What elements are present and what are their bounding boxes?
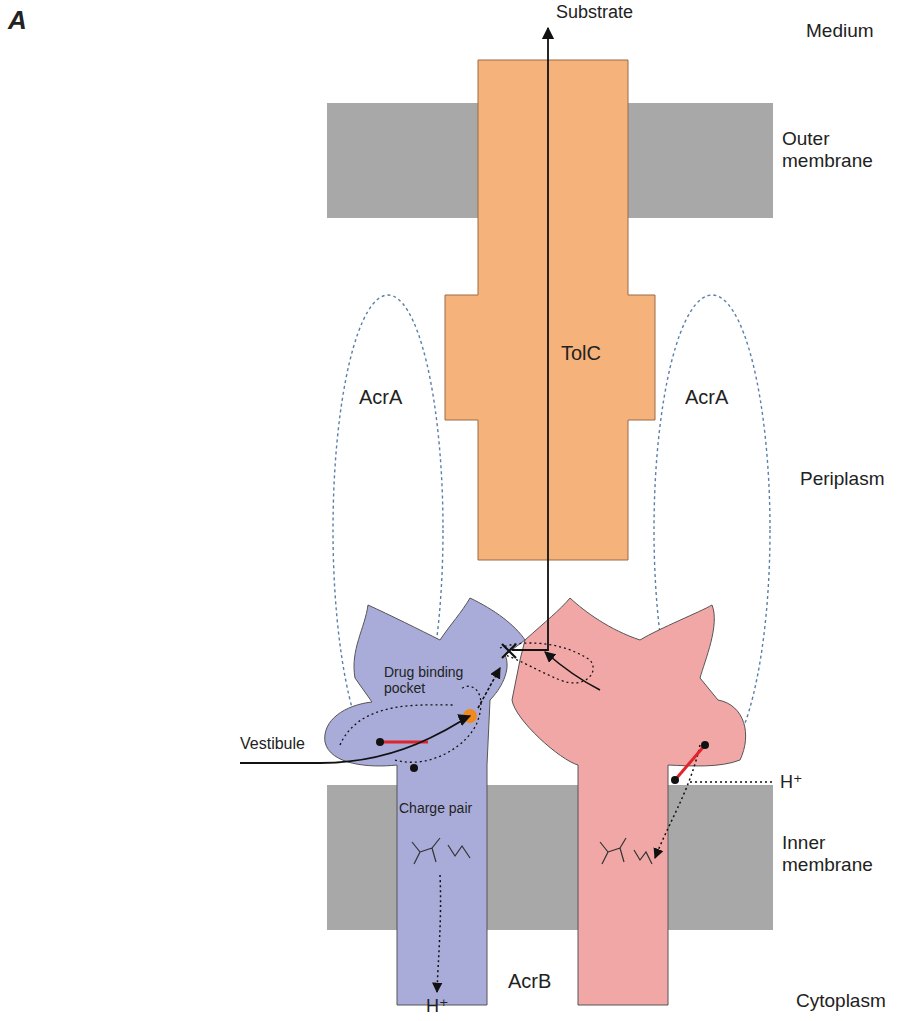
tunnel-dotted bbox=[395, 686, 481, 762]
gate-line bbox=[675, 745, 705, 780]
proton-path bbox=[690, 781, 772, 782]
acra-label-box: AcrA bbox=[682, 384, 731, 411]
substrate-arrow bbox=[240, 716, 470, 763]
charge-pair-residues bbox=[412, 838, 440, 864]
acrb-monomer-pink bbox=[512, 598, 746, 1005]
charge-pair-label: Charge pair bbox=[399, 800, 487, 816]
compartment-label: Periplasm bbox=[800, 468, 884, 490]
pocket-label: Drug binding pocket bbox=[384, 664, 470, 696]
proton-path-arrow bbox=[655, 745, 700, 858]
proton-label: H⁺ bbox=[426, 996, 449, 1017]
substrate-arrow bbox=[545, 652, 600, 690]
acra-label-box: AcrA bbox=[356, 384, 405, 411]
substrate-label: Substrate bbox=[556, 2, 633, 23]
membrane-label: Outer membrane bbox=[782, 128, 894, 172]
acrb-label-box: AcrB bbox=[505, 968, 554, 995]
node-text: AcrB bbox=[508, 970, 551, 993]
tolc-channel bbox=[445, 60, 655, 560]
gate-dot bbox=[701, 741, 709, 749]
tolc-label-box: TolC bbox=[558, 340, 604, 367]
proton-exit-arrow bbox=[437, 875, 441, 992]
panel-letter: A bbox=[8, 6, 27, 36]
charge-pair-residues bbox=[448, 845, 470, 858]
acrb-monomer-blue bbox=[325, 598, 525, 1005]
gate-dot bbox=[376, 738, 384, 746]
membrane-label: Inner membrane bbox=[782, 832, 894, 876]
proton-label: H⁺ bbox=[780, 772, 803, 793]
compartment-label: Cytoplasm bbox=[796, 990, 886, 1012]
node-text: AcrA bbox=[359, 386, 402, 409]
compartment-label: Medium bbox=[806, 20, 874, 42]
vestibule-label: Vestibule bbox=[240, 735, 305, 753]
node-text: TolC bbox=[561, 342, 601, 365]
inner-membrane-band bbox=[327, 785, 773, 930]
gate-dot bbox=[410, 764, 418, 772]
node-text: AcrA bbox=[685, 386, 728, 409]
gate-dot bbox=[671, 776, 679, 784]
exit-gate-cross bbox=[502, 644, 516, 658]
tunnel-dotted bbox=[340, 705, 455, 745]
tunnel-dotted bbox=[500, 643, 593, 683]
substrate-arrow bbox=[478, 668, 500, 708]
charge-pair-residues bbox=[634, 850, 652, 864]
charge-pair-residues bbox=[600, 838, 626, 864]
substrate-export-arrow bbox=[512, 28, 548, 650]
